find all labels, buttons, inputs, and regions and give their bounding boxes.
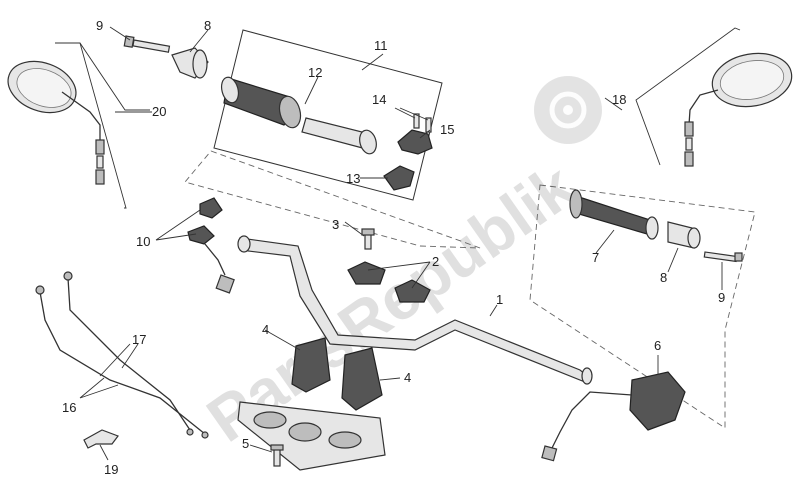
callout-9-right: 9 [718, 290, 725, 305]
callout-4-right: 4 [404, 370, 411, 385]
bar-end-weight-right [667, 221, 701, 249]
risers [291, 337, 383, 411]
right-switch-housing [541, 371, 686, 462]
callout-12: 12 [308, 65, 322, 80]
callout-14: 14 [372, 92, 386, 107]
callout-7: 7 [592, 250, 599, 265]
throttle-housing-upper [397, 129, 433, 155]
throttle-tube [301, 117, 377, 155]
callout-20: 20 [152, 104, 166, 119]
triple-clamp-bolt [270, 444, 284, 467]
callout-labels: 1 2 3 4 4 5 6 7 8 8 9 9 10 11 12 13 14 1… [62, 18, 725, 477]
callout-3: 3 [332, 217, 339, 232]
callout-8-top: 8 [204, 18, 211, 33]
callout-8-right: 8 [660, 270, 667, 285]
callout-16: 16 [62, 400, 76, 415]
bar-end-bolt-left [123, 35, 171, 53]
callout-19: 19 [104, 462, 118, 477]
upper-clamps [347, 261, 431, 303]
throttle-housing-lower [383, 165, 415, 191]
clutch-switch [187, 197, 235, 294]
callout-1: 1 [496, 292, 503, 307]
group-11-frame [213, 29, 443, 201]
throttle-cables [35, 271, 209, 439]
clamp-bolt [361, 228, 375, 250]
throttle-screws [413, 113, 432, 133]
callout-11: 11 [374, 38, 388, 53]
left-grip [220, 76, 302, 129]
dashed-frame-left [184, 150, 481, 249]
callout-4-left: 4 [262, 322, 269, 337]
callout-10: 10 [136, 234, 150, 249]
right-mirror [635, 27, 793, 167]
callout-17: 17 [132, 332, 146, 347]
left-mirror [7, 42, 150, 209]
bar-end-bolt-right [703, 251, 743, 263]
right-grip [569, 189, 659, 240]
callout-13: 13 [346, 171, 360, 186]
bar-end-weight-left [171, 47, 209, 79]
callout-6: 6 [654, 338, 661, 353]
callout-9-top: 9 [96, 18, 103, 33]
callout-5: 5 [242, 436, 249, 451]
leader-lines [79, 26, 723, 461]
callout-18: 18 [612, 92, 626, 107]
triple-clamp [237, 401, 386, 471]
callout-2: 2 [432, 254, 439, 269]
callout-15: 15 [440, 122, 454, 137]
cable-clip [83, 429, 119, 449]
dashed-frame-right [529, 184, 756, 429]
handlebar [237, 235, 593, 385]
gear-icon [534, 76, 602, 144]
